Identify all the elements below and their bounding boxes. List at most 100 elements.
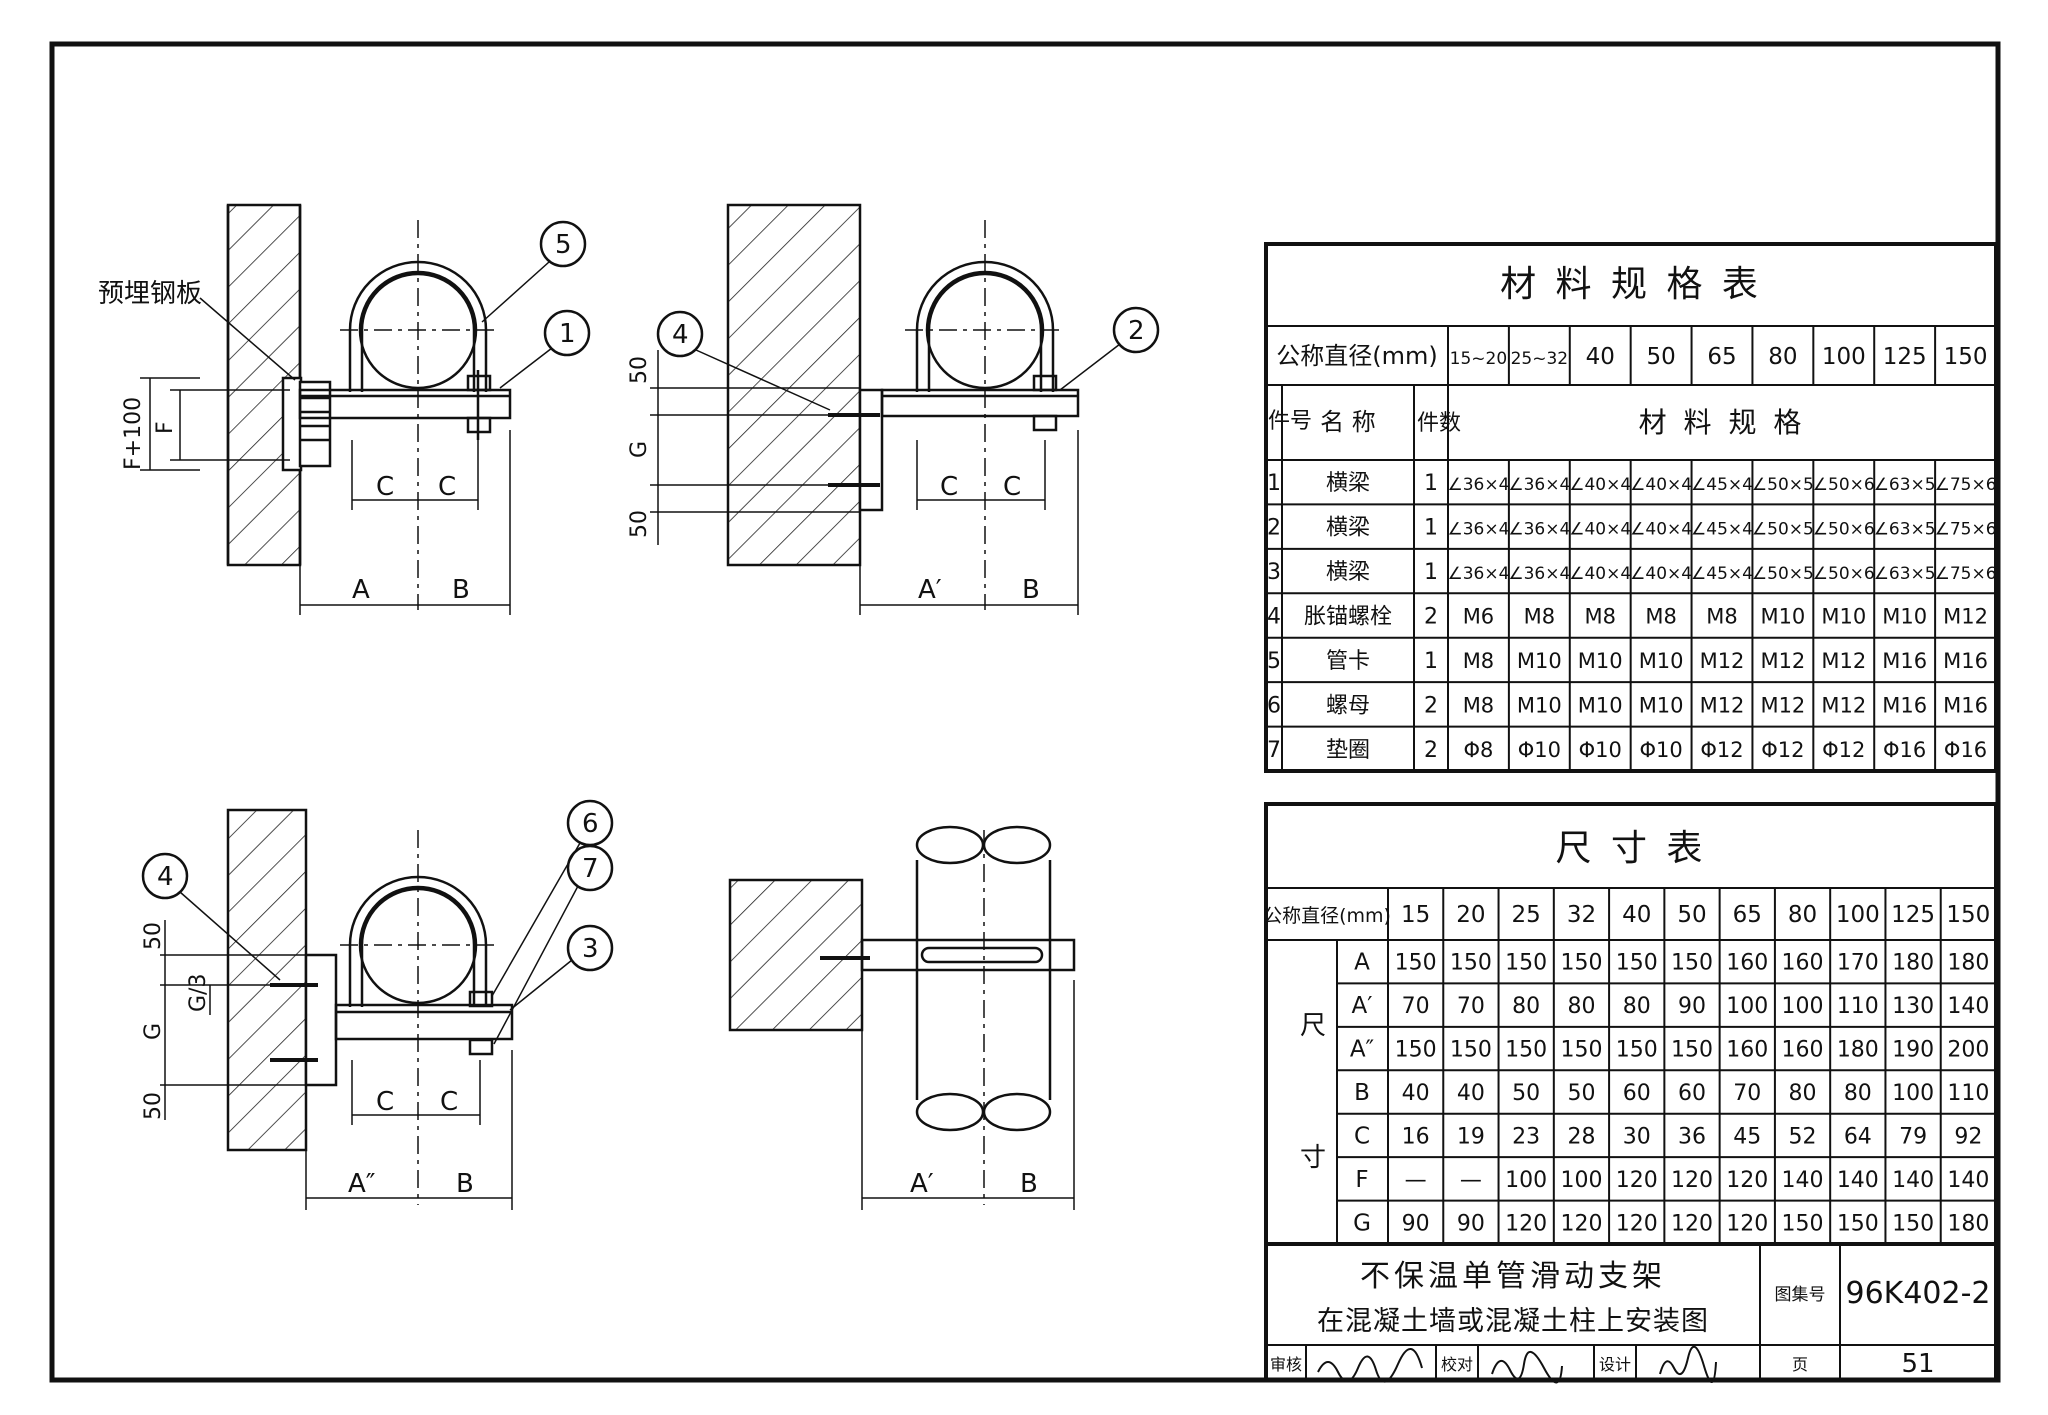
dimension-cell: 100 (1782, 994, 1824, 1019)
drawing-title-line1: 不保温单管滑动支架 (1360, 1259, 1666, 1294)
dimension-cell: 70 (1733, 1081, 1761, 1106)
spec-cell: ∠36×4 (1508, 564, 1570, 584)
dimension-cell: 90 (1678, 994, 1706, 1019)
dim-C: C (376, 472, 394, 502)
dimension-row-label: G (1353, 1210, 1371, 1236)
dimension-cell: 80 (1567, 994, 1595, 1019)
dimension-cell: 180 (1947, 1211, 1989, 1236)
base-plate (304, 953, 338, 1087)
dimension-group-label-2: 寸 (1300, 1143, 1326, 1173)
base-plate (858, 388, 884, 512)
spec-cell: M12 (1700, 693, 1745, 717)
spec-cell: ∠40×4 (1569, 475, 1631, 495)
spec-cell: ∠40×4 (1630, 520, 1692, 540)
spec-cell: M12 (1943, 605, 1988, 629)
dimension-group-label-1: 尺 (1300, 1011, 1326, 1041)
spec-cell: ∠50×6 (1813, 475, 1875, 495)
view-2-detail (650, 203, 1160, 615)
spec-cell: M10 (1821, 605, 1866, 629)
dimension-row-label: C (1354, 1123, 1370, 1149)
dim-C: C (376, 1087, 394, 1117)
review-label: 审核 (1270, 1355, 1302, 1374)
design-label: 设计 (1599, 1355, 1631, 1374)
dimension-row-label: A′ (1352, 993, 1373, 1019)
spec-cell: M12 (1760, 693, 1805, 717)
spec-cell: M8 (1524, 605, 1555, 629)
dimension-cell: 150 (1450, 1038, 1492, 1063)
dimension-cell: 160 (1726, 1038, 1768, 1063)
part-number: 5 (1267, 649, 1281, 674)
spec-cell: ∠75×6 (1935, 475, 1997, 495)
spec-cell: Φ16 (1944, 738, 1987, 762)
spec-cell: ∠50×5 (1752, 475, 1814, 495)
dimension-dn-cell: 125 (1891, 902, 1935, 928)
spec-cell: ∠36×4 (1447, 520, 1509, 540)
dim-50: 50 (627, 356, 652, 384)
dimension-cell: 200 (1947, 1038, 1989, 1063)
dim-C: C (940, 472, 958, 502)
spec-cell: ∠75×6 (1935, 520, 1997, 540)
dimension-cell: 150 (1560, 1038, 1602, 1063)
dimension-cell: 140 (1837, 1168, 1879, 1193)
balloon-5: 5 (555, 230, 572, 260)
spec-cell: M10 (1517, 649, 1562, 673)
atlas-label: 图集号 (1775, 1285, 1826, 1305)
dimension-cell: 160 (1726, 951, 1768, 976)
dimension-cell: 40 (1457, 1081, 1485, 1106)
dimension-cell: 40 (1402, 1081, 1430, 1106)
spec-cell: Φ16 (1883, 738, 1926, 762)
spec-cell: ∠36×4 (1447, 564, 1509, 584)
dim-B: B (1020, 1169, 1038, 1199)
dimension-cell: 150 (1671, 1038, 1713, 1063)
part-qty: 2 (1424, 738, 1438, 763)
dimension-cell: 140 (1947, 994, 1989, 1019)
part-number: 3 (1267, 560, 1281, 585)
page-number: 51 (1901, 1349, 1934, 1379)
dimension-cell: 36 (1678, 1124, 1706, 1149)
dimension-dn-cell: 25 (1512, 902, 1541, 928)
spec-cell: ∠36×4 (1508, 475, 1570, 495)
dim-C: C (1003, 472, 1021, 502)
part-name: 横梁 (1326, 560, 1370, 585)
dimension-cell: 150 (1505, 951, 1547, 976)
dimension-cell: 120 (1671, 1168, 1713, 1193)
spec-cell: Φ12 (1761, 738, 1804, 762)
page-label: 页 (1792, 1355, 1808, 1374)
dimension-cell: 80 (1844, 1081, 1872, 1106)
spec-cell: ∠40×4 (1630, 564, 1692, 584)
dimension-cell: 150 (1616, 1038, 1658, 1063)
spec-cell: M10 (1517, 693, 1562, 717)
dim-B: B (452, 575, 470, 605)
spec-cell: ∠50×5 (1752, 520, 1814, 540)
dimension-cell: 130 (1892, 994, 1934, 1019)
balloon-3: 3 (582, 934, 599, 964)
dimension-dn-cell: 150 (1946, 902, 1990, 928)
materials-dn-cell: 25~32 (1511, 349, 1569, 369)
part-name: 管卡 (1326, 649, 1370, 674)
dim-F-100: F+100 (121, 397, 146, 470)
spec-cell: M16 (1882, 693, 1927, 717)
view-1-detail (140, 203, 591, 615)
materials-dn-cell: 65 (1707, 344, 1736, 370)
dimension-cell: 140 (1782, 1168, 1824, 1193)
dimension-dn-cell: 65 (1733, 902, 1762, 928)
materials-col-name: 名 称 (1320, 408, 1376, 436)
spec-cell: M10 (1639, 649, 1684, 673)
materials-dn-header: 公称直径(mm) (1276, 342, 1437, 370)
dimension-cell: 180 (1837, 1038, 1879, 1063)
materials-dn-cell: 50 (1646, 344, 1675, 370)
dimension-row-label: B (1354, 1080, 1370, 1106)
spec-cell: ∠45×4 (1691, 564, 1753, 584)
check-label: 校对 (1441, 1355, 1473, 1374)
dimension-cell: 50 (1512, 1081, 1540, 1106)
dim-A-prime: A′ (910, 1169, 934, 1199)
part-name: 胀锚螺栓 (1304, 605, 1392, 630)
dimension-cell: 140 (1947, 1168, 1989, 1193)
spec-cell: ∠40×4 (1569, 564, 1631, 584)
review-signature (1317, 1348, 1423, 1383)
materials-dn-cell: 150 (1944, 344, 1988, 370)
spec-cell: ∠63×5 (1874, 475, 1936, 495)
spec-cell: M8 (1584, 605, 1615, 629)
spec-cell: M10 (1760, 605, 1805, 629)
